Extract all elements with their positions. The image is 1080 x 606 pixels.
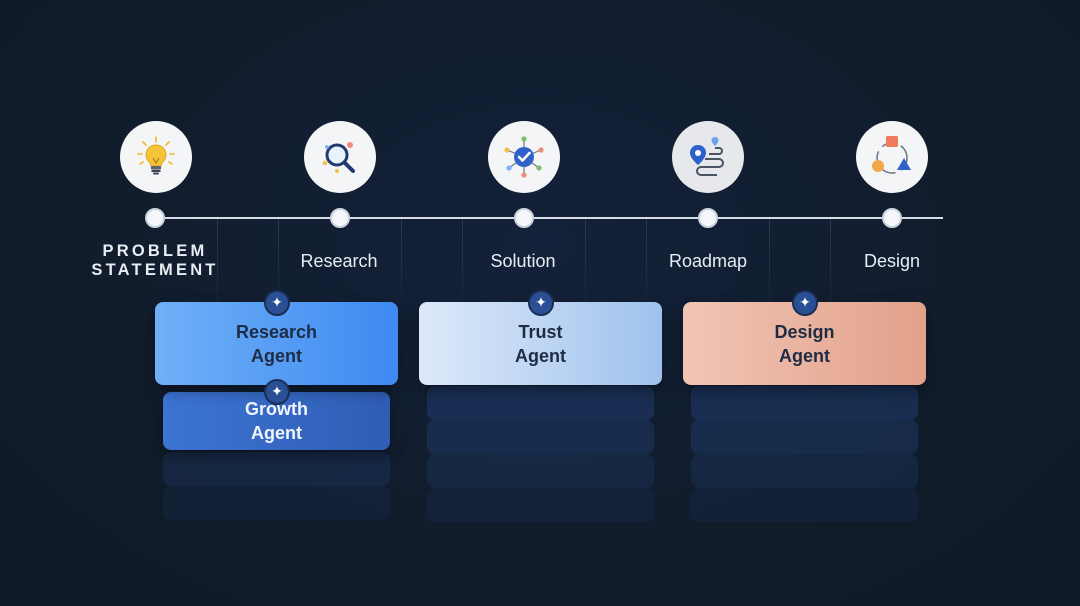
card-stack-layer: [427, 386, 654, 420]
card-stack-layer: [691, 386, 918, 420]
card-title-line: Growth: [245, 399, 308, 419]
card-stack-layer: [163, 486, 390, 520]
card-title-line: Agent: [515, 345, 566, 366]
guide-line: [830, 218, 831, 328]
route-pin-icon: [672, 121, 744, 193]
guide-line: [462, 218, 463, 328]
card-title-line: Research: [235, 321, 318, 342]
guide-line: [585, 218, 586, 328]
guide-line: [646, 218, 647, 328]
shapes-icon: [856, 121, 928, 193]
card-stack-layer: [427, 420, 654, 454]
step-label-roadmap: Roadmap: [668, 251, 748, 271]
card-stack-layer: [691, 454, 918, 488]
timeline-node: [514, 208, 534, 228]
step-label-research: Research: [300, 251, 378, 271]
magnifier-icon: [304, 121, 376, 193]
timeline-node: [882, 208, 902, 228]
card-stack-layer: [163, 452, 390, 486]
sparkle-icon: ✦: [264, 379, 290, 405]
guide-line: [278, 218, 279, 328]
sparkle-icon: ✦: [792, 290, 818, 316]
card-title-line: Trust: [518, 321, 563, 342]
guide-line: [769, 218, 770, 328]
card-stack-layer: [427, 488, 654, 522]
lightbulb-icon: [120, 121, 192, 193]
step-label-problem-statement: PROBLEM STATEMENT: [91, 242, 219, 279]
card-title-line: Agent: [251, 423, 302, 443]
card-stack-layer: [427, 454, 654, 488]
card-title-line: Agent: [778, 345, 830, 366]
network-check-icon: [488, 121, 560, 193]
card-stack-layer: [691, 488, 918, 522]
card-title-line: Design: [774, 321, 835, 342]
growth-agent-card: Growth Agent: [163, 392, 390, 450]
timeline-node: [330, 208, 350, 228]
step-label-solution: Solution: [490, 251, 556, 271]
sparkle-icon: ✦: [528, 290, 554, 316]
sparkle-icon: ✦: [264, 290, 290, 316]
timeline-node: [145, 208, 165, 228]
card-title-line: Agent: [251, 345, 302, 366]
step-label-design: Design: [863, 251, 921, 271]
timeline-line: [150, 217, 943, 219]
guide-line: [401, 218, 402, 328]
timeline-node: [698, 208, 718, 228]
card-stack-layer: [691, 420, 918, 454]
guide-line: [217, 218, 218, 328]
